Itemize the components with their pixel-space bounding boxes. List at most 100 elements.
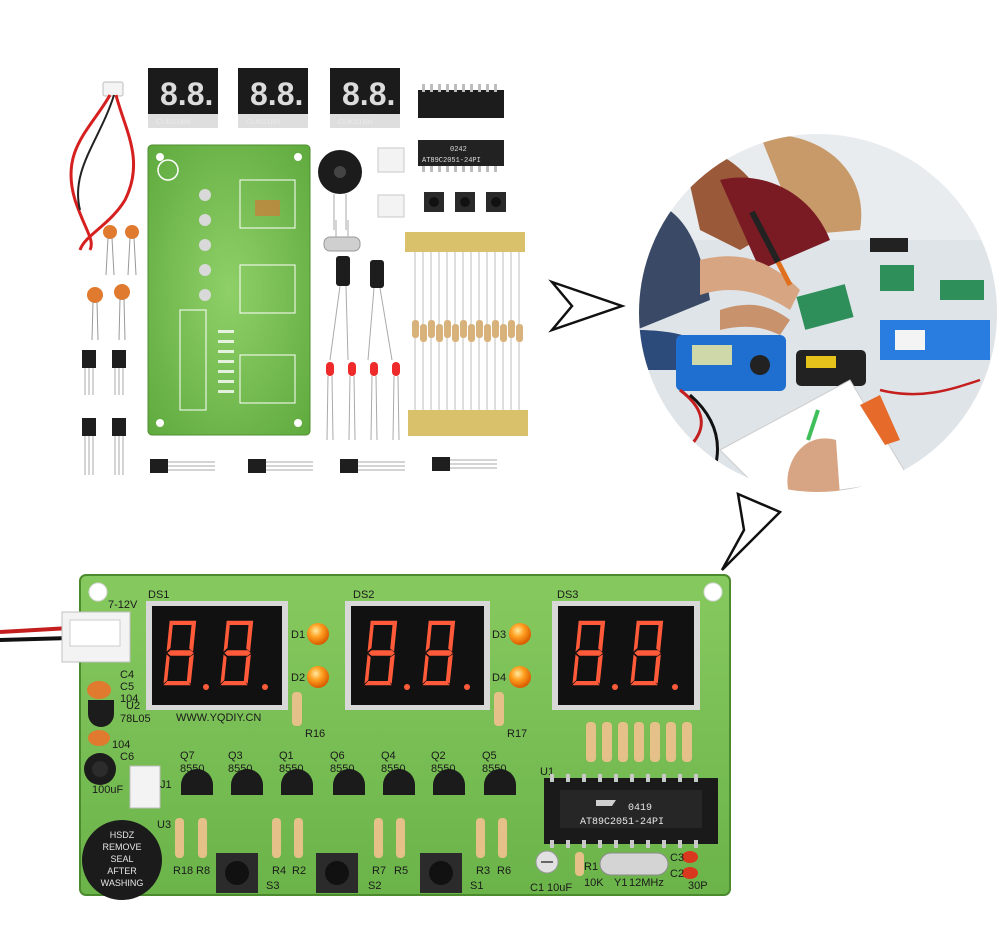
regulator-area: C4 C5 104 U2 78L05 104 [87,669,151,751]
display-module-3: 8.8. CL4021BH [330,68,400,128]
connectors-kit [377,147,405,218]
reg-label: 104 [112,739,130,751]
resistor-tape-bundle [405,232,528,436]
misc-label: 10K [584,877,604,889]
buzzer-ref: U3 [157,819,171,831]
transistor-part: 8550 [180,763,204,775]
display-ds2: DS2 [345,589,490,710]
led-indicators: D1 D2 D3 D4 [291,623,531,688]
connector-j1: J1 [129,765,172,809]
misc-label: 10uF [547,882,572,894]
display-ds3: DS3 [552,589,700,710]
display-ref: DS3 [557,589,578,601]
resistor-label: R8 [196,865,210,877]
display-ref: DS2 [353,589,374,601]
resistor-label: R6 [497,865,511,877]
svg-text:8.8.: 8.8. [342,76,395,112]
button-label: S1 [470,880,483,892]
transistors-kit [82,350,126,475]
kit-parts-layout: 8.8. CL4021BH 8.8. CL4021BH 8.8. CL4021B… [69,68,528,475]
resistor-label: R4 [272,865,286,877]
misc-label: 30P [688,880,708,892]
crystal-y1: Y1 12MHz [599,852,669,889]
transistor-part: 8550 [381,763,405,775]
display-module-2: 8.8. CL4021BH [238,68,308,128]
display-module-1: 8.8. CL4021BH [148,68,218,128]
c2-c3-capacitors: C3 C2 30P [670,851,708,892]
seven-seg-digits [163,620,268,690]
j1-label: J1 [160,779,172,791]
transistor-ref: Q2 [431,750,446,762]
buzzer-text: AFTER [107,866,137,876]
display-ds1: DS1 [146,589,288,710]
buzzer-kit [318,150,362,230]
resistor-label: R5 [394,865,408,877]
crystal-label: Y1 [614,877,627,889]
mcu-part: AT89C2051-24PI [580,817,664,828]
display-part-label: CL4021BH [338,119,372,126]
mcu-date: 0419 [628,803,652,814]
electrolytic-caps-kit [329,256,393,361]
reg-label: U2 [126,700,140,712]
misc-label: R1 [584,861,598,873]
resistors-bottom [175,818,507,858]
led-label: D1 [291,629,305,641]
resistor-label: R18 [173,865,193,877]
led-label: D3 [492,629,506,641]
transistor-row: Q7 8550 Q3 8550 Q1 8550 Q6 8550 Q4 8550 … [180,750,516,795]
reg-label: 104 [120,693,138,705]
resistor-label: R7 [372,865,386,877]
push-button-s2[interactable]: S2 [316,853,381,893]
transistor-ref: Q1 [279,750,294,762]
push-button-s3[interactable]: S3 [216,853,279,893]
display-part-label: CL4021BH [246,119,280,126]
reg-label: C4 [120,669,134,681]
push-button-s1[interactable]: S1 [420,853,483,893]
display-ref: DS1 [148,589,169,601]
seven-seg-digits [364,620,470,690]
buzzer-text: HSDZ [110,830,135,840]
transistor-part: 8550 [228,763,252,775]
misc-label: C2 [670,868,684,880]
buzzer-text: SEAL [110,854,133,864]
assembled-clock-board: 7-12V DS1 DS2 DS3 [0,574,731,900]
resistor-label: R3 [476,865,490,877]
power-wire-pair [69,81,135,251]
arrow-down-left-icon [720,491,783,571]
push-buttons-kit [424,192,506,212]
mcu-chip-kit: 0242 AT89C2051-24PI [418,140,504,172]
capacitor-c6: C6 100uF [84,751,134,796]
reg-label: C5 [120,681,134,693]
transistor-ref: Q4 [381,750,396,762]
buzzer-u3: U3 HSDZ REMOVE SEAL AFTER WASHING [82,819,171,900]
r1-resistor: R1 10K [575,852,604,889]
transistor-part: 8550 [431,763,455,775]
led-label: D4 [492,672,506,684]
cap-label: C6 [120,751,134,763]
resistor-bank [586,722,692,762]
seven-seg-digits [572,620,678,690]
transistor-part: 8550 [279,763,303,775]
misc-label: C3 [670,852,684,864]
cap-label: 100uF [92,784,123,796]
ic-socket [418,84,504,118]
misc-label: C1 [530,882,544,894]
reg-label: 78L05 [120,713,151,725]
buzzer-text: REMOVE [102,842,141,852]
svg-text:8.8.: 8.8. [250,76,303,112]
button-label: S3 [266,880,279,892]
led-label: D2 [291,672,305,684]
red-leds-kit [326,362,400,441]
transistor-ref: Q7 [180,750,195,762]
transistor-ref: Q5 [482,750,497,762]
bare-pcb [147,144,311,436]
resistors-display: R16 R17 [292,692,527,740]
transistors-horizontal [150,457,497,473]
transistor-part: 8550 [482,763,506,775]
display-part-label: CL4021BH [156,119,190,126]
c1-capacitor: C1 10uF [530,850,572,894]
arrow-right-icon [548,279,626,333]
resistor-label: R17 [507,728,527,740]
ceramic-capacitors [87,225,139,341]
